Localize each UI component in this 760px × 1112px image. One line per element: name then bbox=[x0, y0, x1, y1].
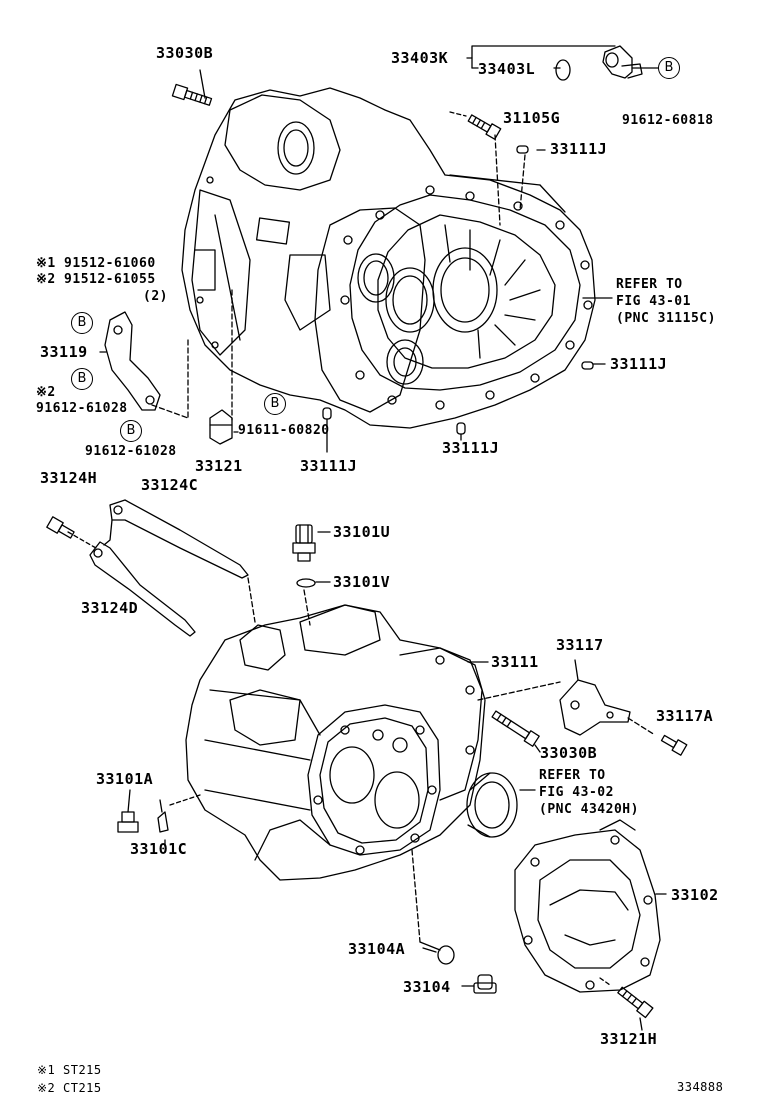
pin-33111J-3 bbox=[323, 408, 331, 419]
label-31105G: 31105G bbox=[503, 109, 561, 127]
plug-33101A bbox=[118, 812, 138, 832]
label-33124D: 33124D bbox=[81, 599, 139, 617]
label-33121H: 33121H bbox=[600, 1030, 658, 1048]
label-33111J-c: 33111J bbox=[442, 439, 500, 457]
label-33403L: 33403L bbox=[478, 60, 536, 78]
label-33117A: 33117A bbox=[656, 707, 714, 725]
pin-33111J-2 bbox=[582, 362, 593, 369]
clip-33101C bbox=[158, 812, 168, 832]
footnote-1: ※1 ST215 bbox=[37, 1063, 102, 1077]
label-33101V: 33101V bbox=[333, 573, 391, 591]
label-33119: 33119 bbox=[40, 343, 88, 361]
sensor-33101U bbox=[293, 525, 315, 561]
note1-part: ※1 91512-61060 bbox=[36, 256, 156, 271]
bolt-33121H bbox=[616, 985, 653, 1017]
label-33104: 33104 bbox=[403, 978, 451, 996]
pin-33111J-1 bbox=[517, 146, 528, 153]
refer2-line1: REFER TO bbox=[539, 768, 606, 783]
label-33101A: 33101A bbox=[96, 770, 154, 788]
label-33124H: 33124H bbox=[40, 469, 98, 487]
label-33102: 33102 bbox=[671, 886, 719, 904]
oring-33403L bbox=[556, 60, 570, 80]
label-91611-60820: 91611-60820 bbox=[238, 423, 330, 438]
housing-33102 bbox=[515, 820, 660, 992]
label-91612-60818: 91612-60818 bbox=[622, 113, 714, 128]
upper-case-drawing bbox=[182, 88, 595, 428]
b-marker-4: B bbox=[120, 420, 142, 442]
label-91612-61028-a: 91612-61028 bbox=[36, 401, 128, 416]
cap-33121 bbox=[210, 410, 232, 444]
label-33111J-d: 33111J bbox=[610, 355, 668, 373]
label-91612-61028-b: 91612-61028 bbox=[85, 444, 177, 459]
refer2-line2: FIG 43-02 bbox=[539, 785, 614, 800]
b-marker-3: B bbox=[71, 368, 93, 390]
washer-33101V bbox=[297, 579, 315, 587]
bolt-33030B-mid bbox=[491, 709, 539, 746]
b-marker-5: B bbox=[264, 393, 286, 415]
note2-part: ※2 91512-61055 bbox=[36, 272, 156, 287]
arm-33124D bbox=[90, 542, 195, 636]
washer-33104A bbox=[438, 946, 454, 964]
diagram-id: 334888 bbox=[677, 1080, 724, 1094]
label-33111J-a: 33111J bbox=[550, 140, 608, 158]
label-33111: 33111 bbox=[491, 653, 539, 671]
pin-33111J-4 bbox=[457, 423, 465, 434]
refer1-line2: FIG 43-01 bbox=[616, 294, 691, 309]
label-33111J-b: 33111J bbox=[300, 457, 358, 475]
label-33101U: 33101U bbox=[333, 523, 391, 541]
label-33124C: 33124C bbox=[141, 476, 199, 494]
bracket-33119 bbox=[105, 312, 160, 410]
refer1-line1: REFER TO bbox=[616, 277, 683, 292]
label-33104A: 33104A bbox=[348, 940, 406, 958]
refer2-line3: (PNC 43420H) bbox=[539, 802, 639, 817]
note2-marker: ※2 bbox=[36, 385, 56, 400]
label-33121: 33121 bbox=[195, 457, 243, 475]
bolt-33117A bbox=[660, 733, 687, 755]
footnote-2: ※2 CT215 bbox=[37, 1081, 102, 1095]
bracket-33117 bbox=[560, 680, 630, 735]
arm-33124C bbox=[104, 500, 248, 578]
label-33030B-top: 33030B bbox=[156, 44, 214, 62]
label-33030B-mid: 33030B bbox=[540, 744, 598, 762]
label-33117: 33117 bbox=[556, 636, 604, 654]
b-marker-2: B bbox=[71, 312, 93, 334]
seal-43-02 bbox=[467, 773, 517, 837]
bracket-33403K bbox=[603, 46, 642, 78]
label-33403K: 33403K bbox=[391, 49, 449, 67]
refer1-line3: (PNC 31115C) bbox=[616, 311, 716, 326]
bolt-31105G bbox=[467, 113, 501, 139]
qty-2: (2) bbox=[143, 289, 168, 304]
b-marker-1: B bbox=[658, 57, 680, 79]
label-33101C: 33101C bbox=[130, 840, 188, 858]
bolt-33030B-top bbox=[172, 84, 212, 107]
bolt-33124H bbox=[47, 517, 76, 540]
plug-33104 bbox=[474, 975, 496, 993]
lower-case-drawing bbox=[186, 605, 485, 880]
